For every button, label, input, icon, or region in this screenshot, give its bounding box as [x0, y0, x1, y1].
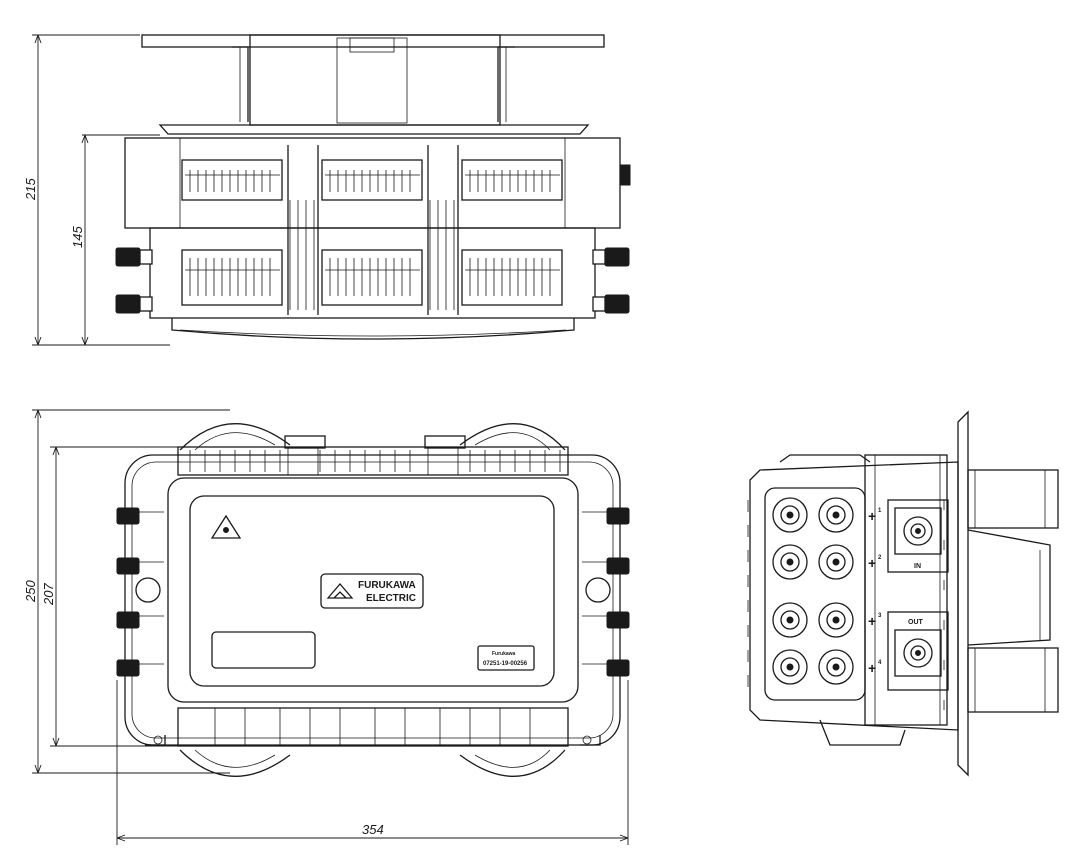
- top-view: FURUKAWA ELECTRIC Furukawa 07251-19-0025…: [23, 409, 630, 845]
- right-cable-ports: [582, 507, 630, 677]
- row-label-3: 3: [878, 613, 882, 619]
- port-out-label: OUT: [908, 619, 924, 626]
- row-label-2: 2: [878, 555, 882, 561]
- brand-line2: ELECTRIC: [366, 593, 416, 604]
- port-in-label: IN: [914, 563, 921, 570]
- in-port-box: [887, 499, 949, 573]
- splice-cassettes: [181, 145, 563, 315]
- dim-front-body-height: 145: [70, 226, 85, 248]
- row-label-1: 1: [878, 508, 882, 514]
- brand-logo-icon: [326, 583, 354, 599]
- dim-top-total-height: 250: [23, 580, 38, 603]
- plus-1: +: [868, 508, 876, 524]
- dim-front-total-height: 215: [23, 178, 38, 201]
- dim-top-body-height: 207: [41, 583, 56, 606]
- plus-3: +: [868, 613, 876, 629]
- plus-4: +: [868, 660, 876, 676]
- brand-line1: FURUKAWA: [358, 580, 416, 591]
- row-label-4: 4: [878, 660, 882, 666]
- blank-label-area: [211, 631, 316, 669]
- rating-brand: Furukawa: [492, 651, 516, 657]
- rating-plate: [477, 645, 535, 671]
- plus-2: +: [868, 555, 876, 571]
- front-view: 215 145: [23, 34, 631, 346]
- rating-code: 07251-19-00256: [483, 661, 528, 667]
- laser-warning-icon: [210, 514, 242, 539]
- side-view: + + + + 1 2 3 4 IN OUT: [747, 410, 1059, 777]
- port-grid: [764, 487, 866, 701]
- brand-plate: [320, 573, 424, 609]
- dim-top-width: 354: [362, 822, 384, 837]
- left-cable-ports: [116, 507, 164, 677]
- out-port-box: [887, 611, 949, 691]
